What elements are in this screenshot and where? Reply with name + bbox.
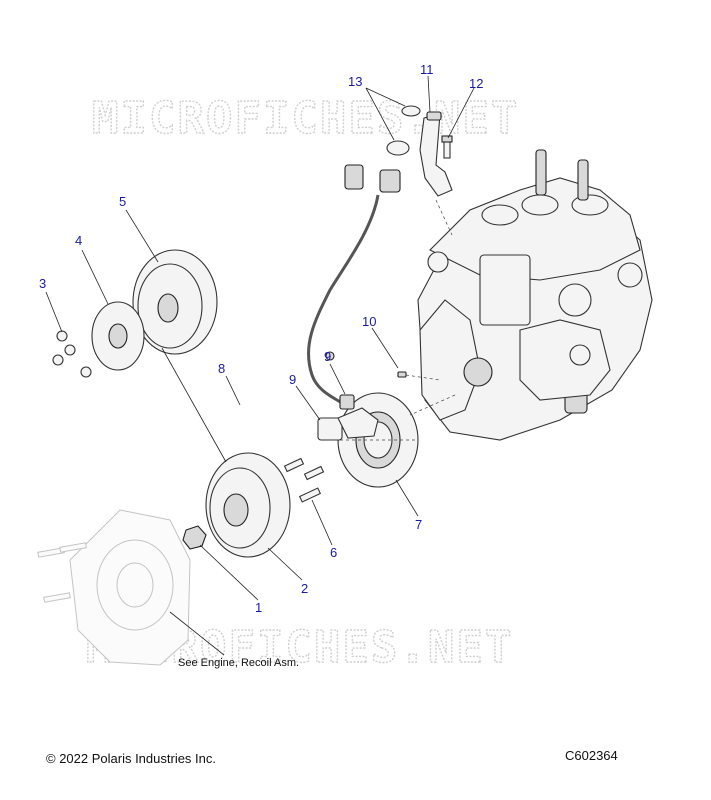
bracket-11 bbox=[419, 111, 453, 197]
recoil-cover bbox=[37, 509, 191, 666]
fan-hub-4 bbox=[91, 301, 145, 371]
callout-3: 3 bbox=[39, 276, 46, 291]
callout-8: 8 bbox=[218, 361, 225, 376]
callout-5: 5 bbox=[119, 194, 126, 209]
o-ring-13b bbox=[386, 140, 410, 156]
leader-lines bbox=[45, 75, 475, 656]
watermark-top: MICROFICHES.NET bbox=[92, 93, 519, 144]
callout-9b: 9 bbox=[324, 349, 331, 364]
callout-2: 2 bbox=[301, 581, 308, 596]
engine-block bbox=[417, 149, 653, 441]
pin-10 bbox=[397, 371, 407, 378]
axis-line-bracket bbox=[435, 199, 453, 236]
screws-6 bbox=[283, 457, 325, 503]
bolts-3 bbox=[52, 330, 92, 378]
copyright-text: © 2022 Polaris Industries Inc. bbox=[46, 751, 216, 766]
callouts: 1 2 3 4 5 6 7 8 9 9 10 11 12 13 bbox=[39, 62, 483, 615]
bolt-12 bbox=[441, 135, 453, 159]
note-see-engine-recoil: See Engine, Recoil Asm. bbox=[178, 657, 299, 669]
diagram-code: C602364 bbox=[565, 748, 618, 763]
callout-9a: 9 bbox=[289, 372, 296, 387]
callout-10: 10 bbox=[362, 314, 376, 329]
callout-6: 6 bbox=[330, 545, 337, 560]
callout-7: 7 bbox=[415, 517, 422, 532]
drive-pulley-2 bbox=[205, 452, 291, 558]
callout-1: 1 bbox=[255, 600, 262, 615]
callout-13: 13 bbox=[348, 74, 362, 89]
nut-1 bbox=[182, 525, 207, 550]
axis-line-upper bbox=[409, 394, 456, 416]
flywheel-5 bbox=[132, 249, 218, 355]
stator-harness bbox=[307, 164, 401, 407]
bracket-8 bbox=[337, 407, 379, 439]
callout-4: 4 bbox=[75, 233, 82, 248]
o-ring-13a bbox=[401, 105, 421, 117]
callout-12: 12 bbox=[469, 76, 483, 91]
callout-11: 11 bbox=[420, 62, 434, 77]
sensor-9 bbox=[317, 394, 355, 441]
